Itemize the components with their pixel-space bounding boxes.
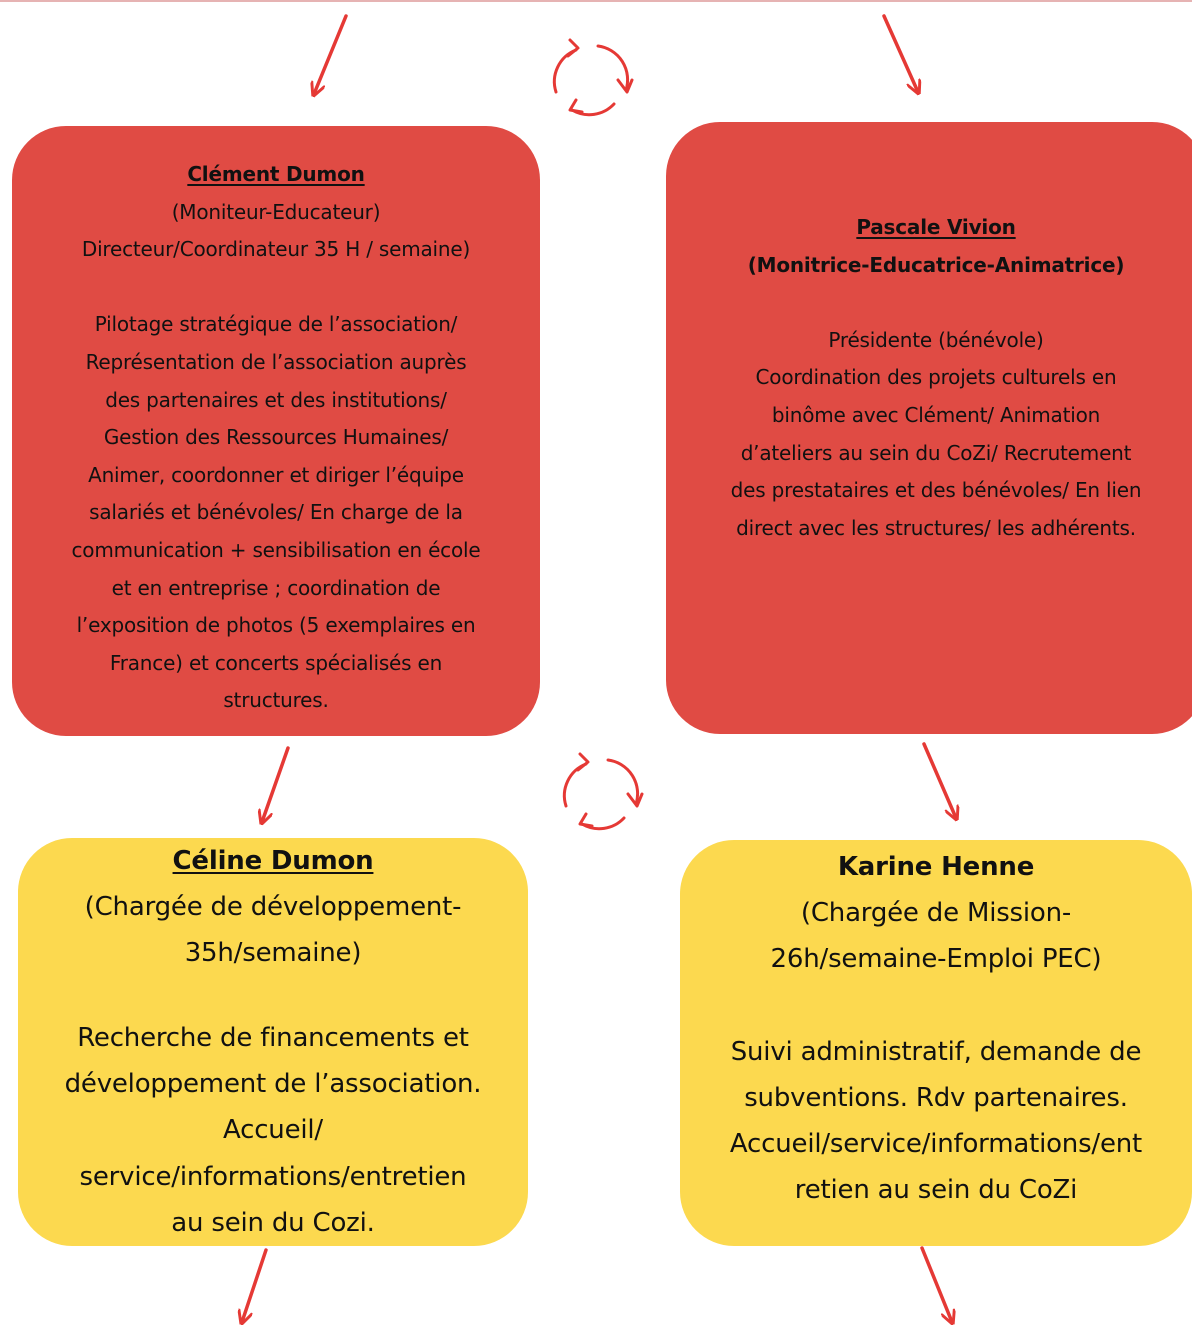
arrow-down-icon (314, 14, 348, 94)
karine-role-line: (Chargée de Mission- (800, 898, 1072, 929)
pascale-desc-line: des prestataires et des bénévoles/ En li… (730, 478, 1142, 503)
karine-name: Karine Henne (837, 852, 1035, 882)
celine-desc-line: Accueil/ (222, 1115, 323, 1146)
clement-desc-line: Représentation de l’association auprès (85, 349, 467, 374)
clement-name: Clément Dumon (187, 162, 365, 186)
celine-name: Céline Dumon (172, 846, 374, 876)
karine-henne-card: Karine Henne (Chargée de Mission- 26h/se… (680, 840, 1192, 1246)
top-border-line (0, 0, 1192, 2)
celine-role-line: 35h/semaine) (184, 938, 362, 969)
celine-desc-line: service/informations/entretien (79, 1161, 467, 1192)
clement-desc-line: et en entreprise ; coordination de (111, 575, 441, 600)
clement-desc-line: Animer, coordonner et diriger l’équipe (88, 462, 464, 487)
arrow-down-icon (882, 14, 918, 92)
arrow-down-icon (922, 742, 956, 818)
arrow-down-icon (242, 1248, 268, 1322)
arrow-down-icon (920, 1246, 952, 1322)
pascale-vivion-card: Pascale Vivion (Monitrice-Educatrice-Ani… (666, 122, 1192, 734)
refresh-cycle-icon (562, 752, 644, 831)
pascale-name: Pascale Vivion (856, 215, 1016, 239)
clement-dumon-card: Clément Dumon (Moniteur-Educateur) Direc… (12, 126, 540, 736)
karine-desc-line: Accueil/service/informations/ent (729, 1129, 1143, 1160)
clement-desc-line: structures. (223, 688, 329, 713)
pascale-desc-line: Présidente (bénévole) (828, 327, 1044, 352)
pascale-desc-line: direct avec les structures/ les adhérent… (736, 515, 1136, 540)
pascale-desc-line: d’ateliers au sein du CoZi/ Recrutement (740, 440, 1132, 465)
celine-desc-line: au sein du Cozi. (171, 1207, 375, 1238)
refresh-cycle-icon (552, 38, 634, 117)
celine-role-line: (Chargée de développement- (84, 892, 462, 923)
celine-dumon-card: Céline Dumon (Chargée de développement- … (18, 838, 528, 1246)
pascale-desc-line: binôme avec Clément/ Animation (771, 402, 1101, 427)
clement-desc-line: salariés et bénévoles/ En charge de la (89, 500, 463, 525)
clement-desc-line: des partenaires et des institutions/ (105, 387, 447, 412)
karine-role-line: 26h/semaine-Emploi PEC) (770, 944, 1102, 975)
clement-desc-line: l’exposition de photos (5 exemplaires en (76, 613, 476, 638)
clement-role: (Moniteur-Educateur) (171, 199, 381, 224)
clement-position: Directeur/Coordinateur 35 H / semaine) (81, 237, 471, 262)
celine-desc-line: développement de l’association. (64, 1069, 482, 1100)
pascale-role: (Monitrice-Educatrice-Animatrice) (747, 252, 1125, 277)
karine-desc-line: retien au sein du CoZi (794, 1175, 1078, 1206)
karine-desc-line: Suivi administratif, demande de (730, 1036, 1142, 1067)
clement-desc-line: Gestion des Ressources Humaines/ (103, 425, 449, 450)
clement-desc-line: Pilotage stratégique de l’association/ (94, 312, 458, 337)
karine-desc-line: subventions. Rdv partenaires. (744, 1082, 1128, 1113)
clement-desc-line: communication + sensibilisation en école (71, 537, 481, 562)
arrow-down-icon (262, 746, 290, 822)
clement-desc-line: France) et concerts spécialisés en (109, 650, 443, 675)
pascale-desc-line: Coordination des projets culturels en (755, 365, 1117, 390)
celine-desc-line: Recherche de financements et (77, 1022, 469, 1053)
